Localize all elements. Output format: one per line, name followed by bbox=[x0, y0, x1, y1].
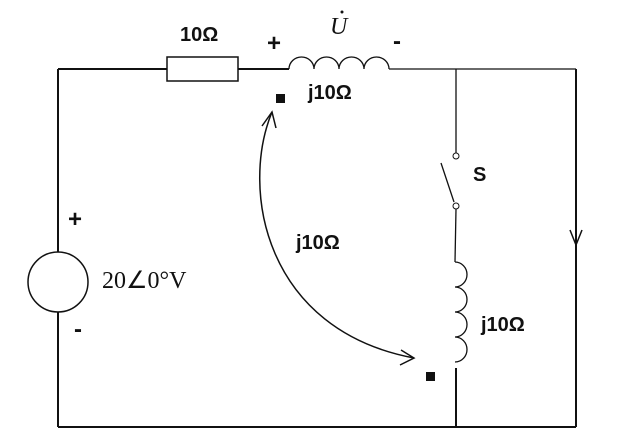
mutual-arrow-curve bbox=[258, 111, 415, 359]
resistor-label: 10Ω bbox=[180, 24, 219, 46]
source-label: 20∠0°V bbox=[102, 268, 187, 294]
switch-label: S bbox=[473, 164, 487, 186]
switch-contact-bottom bbox=[452, 202, 460, 210]
current-arrow bbox=[569, 229, 583, 248]
resistor bbox=[166, 56, 239, 82]
voltage-label: U bbox=[330, 14, 348, 40]
arrowhead-top bbox=[261, 110, 277, 129]
inductor-vertical-label: j10Ω bbox=[481, 314, 525, 336]
minus-sign-top: - bbox=[393, 28, 401, 55]
inductor-vertical bbox=[454, 261, 468, 363]
switch-blade bbox=[440, 162, 455, 203]
voltage-source bbox=[27, 251, 89, 313]
inductor-top bbox=[288, 56, 390, 70]
source-plus-sign: + bbox=[68, 206, 83, 233]
plus-sign-top: + bbox=[267, 30, 282, 57]
switch-contact-top bbox=[452, 152, 460, 160]
arrowhead-bottom bbox=[399, 349, 416, 366]
inductor-top-label: j10Ω bbox=[308, 82, 352, 104]
phasor-dot bbox=[340, 10, 344, 14]
mutual-inductance-label: j10Ω bbox=[296, 232, 340, 254]
source-minus-sign: - bbox=[74, 316, 82, 343]
dot-marker-bottom bbox=[426, 372, 435, 381]
wire-switch-coil bbox=[454, 208, 457, 263]
dot-marker-top bbox=[276, 94, 285, 103]
